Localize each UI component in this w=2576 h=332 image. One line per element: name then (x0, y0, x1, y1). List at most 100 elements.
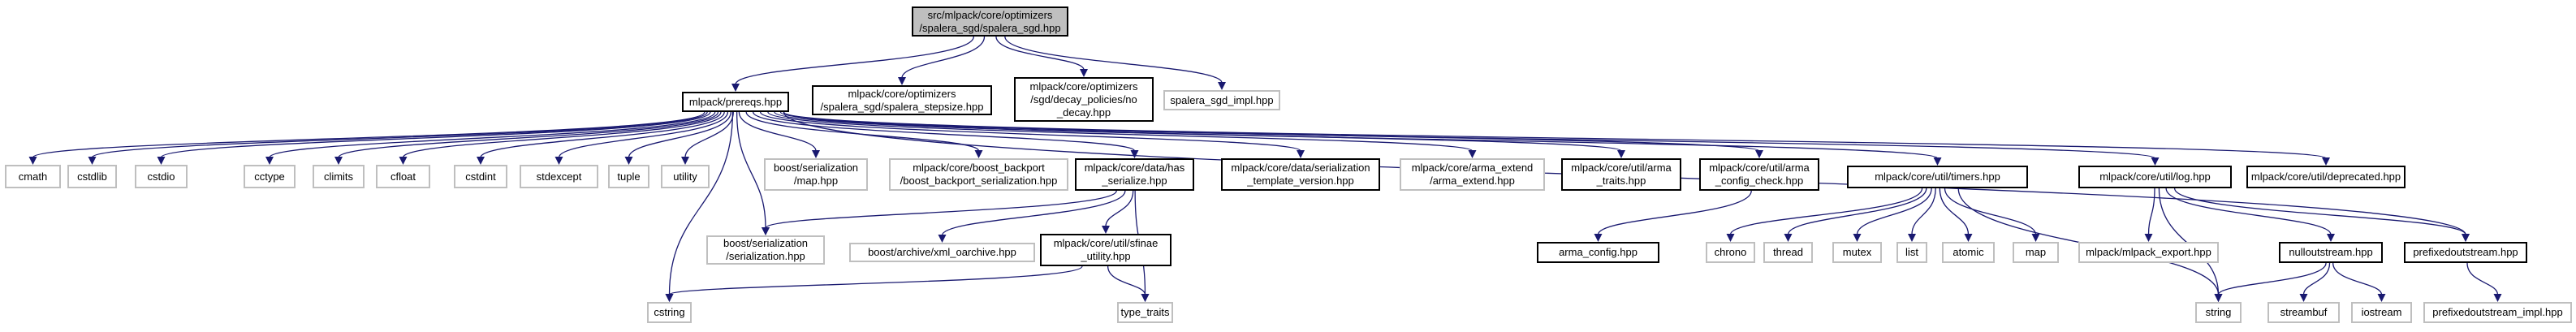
arrowhead-icon (399, 157, 408, 165)
node-type-traits: type_traits (1117, 302, 1173, 323)
edge-timers-to-chrono (1726, 188, 1923, 242)
node-template-version[interactable]: mlpack/core/data/serialization _template… (1221, 158, 1380, 191)
edge-prereqs-to-tuple (624, 111, 731, 165)
edge-nulloutstream-to-iostream (2332, 262, 2386, 302)
arrowhead-icon (334, 157, 343, 165)
node-list: list (1896, 242, 1927, 263)
arrowhead-icon (2493, 294, 2502, 302)
arrowhead-icon (554, 157, 563, 165)
arrowhead-icon (477, 157, 485, 165)
arrowhead-icon (157, 157, 166, 165)
edge-root-to-spalera_impl (1004, 36, 1226, 90)
arrowhead-icon (1130, 150, 1139, 158)
arrowhead-icon (2462, 234, 2470, 242)
edge-prereqs-to-utility (681, 111, 734, 165)
node-string: string (2195, 302, 2242, 323)
node-cmath: cmath (5, 165, 61, 188)
node-stepsize[interactable]: mlpack/core/optimizers /spalera_sgd/spal… (812, 85, 992, 115)
arrowhead-icon (1297, 150, 1305, 158)
node-prefixedoutstream[interactable]: prefixedoutstream.hpp (2404, 242, 2527, 263)
node-mlpack-export: mlpack/mlpack_export.hpp (2078, 242, 2219, 263)
arrowhead-icon (2322, 157, 2330, 166)
edge-sfinae-to-type_traits (1107, 265, 1150, 302)
node-cctype: cctype (244, 165, 296, 188)
edge-has_serialize-to-boost_serialization (762, 190, 1117, 235)
node-mutex: mutex (1832, 242, 1882, 263)
edge-nulloutstream-to-string (2214, 262, 2327, 302)
arrowhead-icon (2327, 234, 2335, 242)
arrowhead-icon (1468, 150, 1477, 158)
arrowhead-icon (1218, 82, 1226, 90)
node-deprecated[interactable]: mlpack/core/util/deprecated.hpp (2246, 166, 2406, 188)
node-cstring: cstring (647, 302, 692, 323)
node-cstdio: cstdio (135, 165, 188, 188)
edge-timers-to-list (1908, 188, 1936, 242)
edge-prereqs-to-deprecated (783, 111, 2330, 166)
edge-nulloutstream-to-streambuf (2299, 262, 2331, 302)
node-root[interactable]: src/mlpack/core/optimizers /spalera_sgd/… (912, 6, 1068, 37)
edge-prereqs-to-timers (783, 111, 1942, 166)
arrowhead-icon (2214, 294, 2223, 302)
edge-prereqs-to-template_version (759, 111, 1305, 158)
node-cstdlib: cstdlib (67, 165, 117, 188)
edge-timers-to-mutex (1853, 188, 1932, 242)
arrowhead-icon (1784, 234, 1793, 242)
node-boost-serialization: boost/serialization /serialization.hpp (706, 235, 825, 265)
edge-root-to-stepsize (898, 36, 986, 85)
arrowhead-icon (2031, 234, 2040, 242)
arrowhead-icon (2377, 294, 2386, 302)
edge-prereqs-to-arma_traits (774, 111, 1625, 158)
edge-root-to-prereqs (731, 36, 974, 92)
node-has-serialize[interactable]: mlpack/core/data/has _serialize.hpp (1075, 158, 1194, 191)
node-arma-config[interactable]: arma_config.hpp (1537, 242, 1659, 263)
edge-config_check-to-arma_config (1594, 190, 1752, 242)
edge-prereqs-to-cmath (28, 111, 705, 165)
edge-prereqs-to-cstdlib (88, 111, 708, 165)
node-prereqs[interactable]: mlpack/prereqs.hpp (682, 92, 789, 112)
node-config-check[interactable]: mlpack/core/util/arma _config_check.hpp (1699, 158, 1819, 191)
node-thread: thread (1763, 242, 1813, 263)
edge-prereqs-to-boost_map (738, 111, 820, 158)
arrowhead-icon (2299, 294, 2308, 302)
edge-log-to-nulloutstream (2165, 188, 2335, 242)
edge-timers-to-thread (1784, 188, 1927, 242)
edge-root-to-no_decay (995, 36, 1088, 77)
node-arma-traits[interactable]: mlpack/core/util/arma _traits.hpp (1561, 158, 1681, 191)
edge-prereqs-to-config_check (779, 111, 1763, 158)
node-atomic: atomic (1942, 242, 1995, 263)
arrowhead-icon (938, 235, 947, 243)
arrowhead-icon (898, 77, 906, 85)
arrowhead-icon (974, 150, 983, 158)
arrowhead-icon (88, 157, 97, 165)
arrowhead-icon (1080, 69, 1088, 77)
edge-sfinae-to-cstring (665, 265, 1083, 302)
node-spalera-impl: spalera_sgd_impl.hpp (1163, 90, 1280, 110)
edge-prereqs-to-cstring (665, 111, 734, 302)
arrowhead-icon (681, 157, 689, 165)
node-stdexcept: stdexcept (520, 165, 598, 188)
arrowhead-icon (624, 157, 633, 165)
node-no-decay[interactable]: mlpack/core/optimizers /sgd/decay_polici… (1014, 77, 1154, 122)
node-tuple: tuple (608, 165, 649, 188)
node-arma-extend: mlpack/core/arma_extend /arma_extend.hpp (1400, 158, 1545, 191)
arrowhead-icon (812, 150, 820, 158)
edge-has_serialize-to-xml_oarchive (938, 190, 1126, 243)
edge-log-to-mlpack_export (2144, 188, 2155, 242)
node-log[interactable]: mlpack/core/util/log.hpp (2078, 166, 2232, 188)
node-sfinae[interactable]: mlpack/core/util/sfinae _utility.hpp (1040, 234, 1171, 266)
node-timers[interactable]: mlpack/core/util/timers.hpp (1847, 166, 2028, 188)
edge-timers-to-atomic (1939, 188, 1973, 242)
edge-prereqs-to-arma_extend (767, 111, 1477, 158)
arrowhead-icon (1726, 234, 1735, 242)
node-xml-oarchive: boost/archive/xml_oarchive.hpp (849, 243, 1035, 262)
node-streambuf: streambuf (2267, 302, 2340, 323)
node-climits: climits (313, 165, 365, 188)
arrowhead-icon (1908, 234, 1916, 242)
edge-prereqs-to-log (783, 111, 2160, 166)
arrowhead-icon (762, 227, 770, 235)
node-nulloutstream[interactable]: nulloutstream.hpp (2279, 242, 2383, 263)
edge-prefixedoutstream-to-prefixedoutstream_impl (2466, 262, 2502, 302)
arrowhead-icon (1141, 294, 1150, 302)
arrowhead-icon (1853, 234, 1862, 242)
